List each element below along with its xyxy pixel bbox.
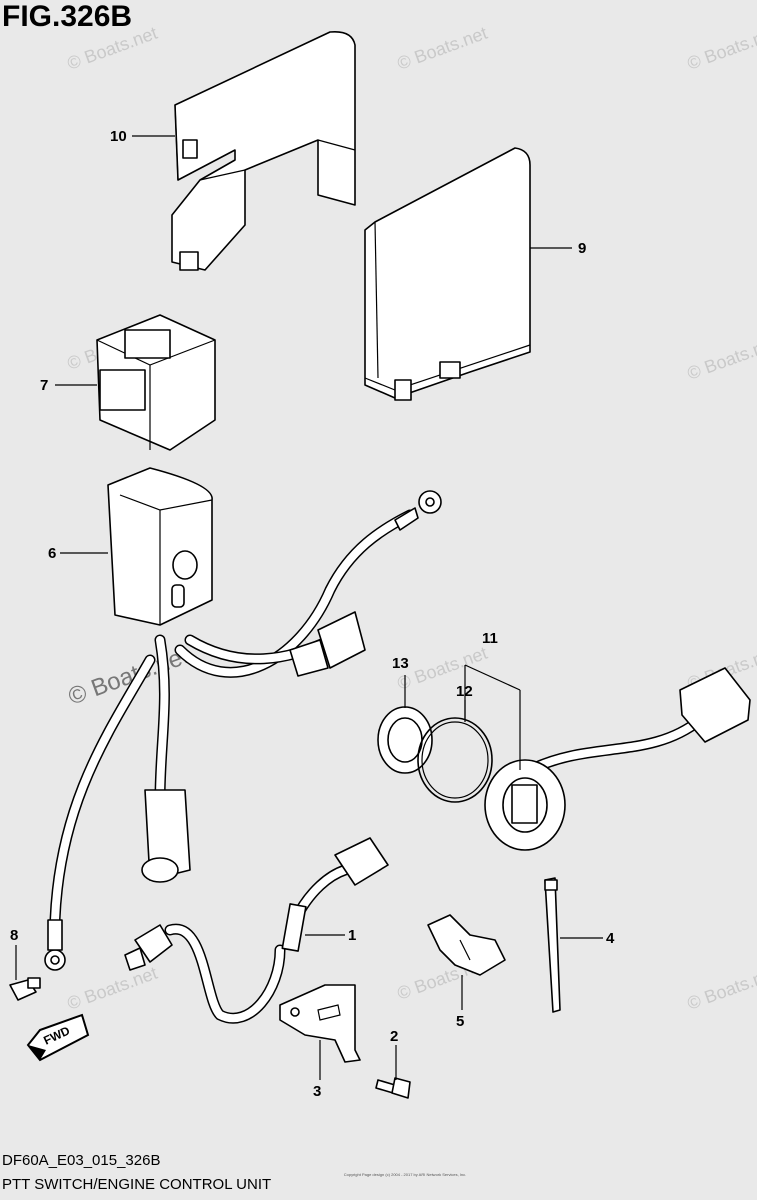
part-2-bolt[interactable] bbox=[375, 1077, 411, 1099]
callout-5[interactable]: 5 bbox=[456, 1013, 464, 1030]
callout-3[interactable]: 3 bbox=[313, 1083, 321, 1100]
callout-12[interactable]: 12 bbox=[456, 683, 473, 700]
diagram-code: DF60A_E03_015_326B bbox=[2, 1152, 161, 1169]
callout-4[interactable]: 4 bbox=[606, 930, 615, 947]
callout-7[interactable]: 7 bbox=[40, 377, 48, 394]
diagram-description: PTT SWITCH/ENGINE CONTROL UNIT bbox=[2, 1176, 272, 1193]
watermark: © Boats.net bbox=[685, 333, 757, 384]
callout-10[interactable]: 10 bbox=[110, 128, 127, 145]
part-10-cover[interactable] bbox=[171, 30, 356, 271]
part-13-nut[interactable] bbox=[377, 706, 433, 774]
part-6-harness[interactable] bbox=[44, 467, 442, 971]
part-3-bracket[interactable] bbox=[279, 984, 361, 1063]
watermark: © Boats.net bbox=[65, 963, 160, 1014]
part-7-relay[interactable] bbox=[96, 314, 216, 451]
callout-6[interactable]: 6 bbox=[48, 545, 56, 562]
callout-8[interactable]: 8 bbox=[10, 927, 18, 944]
watermark: © Boats.net bbox=[685, 23, 757, 74]
part-4-cable-tie[interactable] bbox=[544, 877, 561, 1013]
callouts: 10 9 7 6 11 13 12 1 4 8 5 2 3 bbox=[10, 128, 615, 1100]
watermark: © Boats.net bbox=[65, 23, 160, 74]
part-1-harness[interactable] bbox=[124, 837, 389, 1024]
part-12-o-ring[interactable] bbox=[417, 717, 493, 803]
callout-11[interactable]: 11 bbox=[482, 630, 498, 647]
callout-1[interactable]: 1 bbox=[348, 927, 356, 944]
watermark: © Boats.net bbox=[395, 23, 490, 74]
callout-2[interactable]: 2 bbox=[390, 1028, 398, 1045]
part-8-bolt[interactable] bbox=[9, 977, 41, 1001]
watermark: © Boats.net bbox=[395, 643, 490, 694]
part-11-switch[interactable] bbox=[484, 667, 751, 851]
callout-13[interactable]: 13 bbox=[392, 655, 409, 672]
figure-title: FIG.326B bbox=[2, 0, 133, 33]
part-9-control-unit[interactable] bbox=[364, 147, 531, 401]
part-5-clamp[interactable] bbox=[427, 914, 506, 976]
watermark: © Boats.net bbox=[685, 963, 757, 1014]
callout-9[interactable]: 9 bbox=[578, 240, 586, 257]
fwd-arrow: FWD bbox=[26, 1013, 90, 1062]
leader-lines bbox=[15, 135, 603, 1080]
copyright-text: Copyright Page design (c) 2004 - 2017 by… bbox=[343, 1172, 467, 1177]
